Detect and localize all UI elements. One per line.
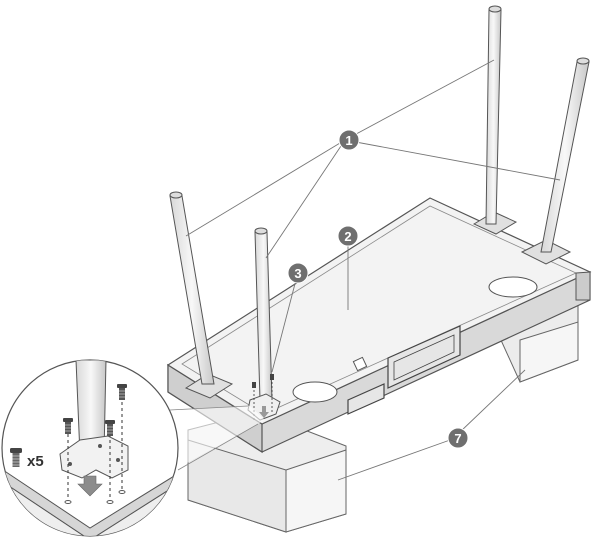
callout-cushions: 7 [448,428,468,448]
table-leg-4 [541,58,589,252]
screw-quantity-label: x5 [27,453,44,470]
callout-legs-number: 1 [345,133,352,148]
table-leg-3 [486,6,501,224]
callout-legs: 1 [339,130,359,150]
callout-screw-number: 3 [294,266,301,281]
callout-cushions-number: 7 [454,431,461,446]
callout-screw: 3 [288,263,308,283]
callout-tabletop-number: 2 [344,229,351,244]
callout-tabletop: 2 [338,226,358,246]
